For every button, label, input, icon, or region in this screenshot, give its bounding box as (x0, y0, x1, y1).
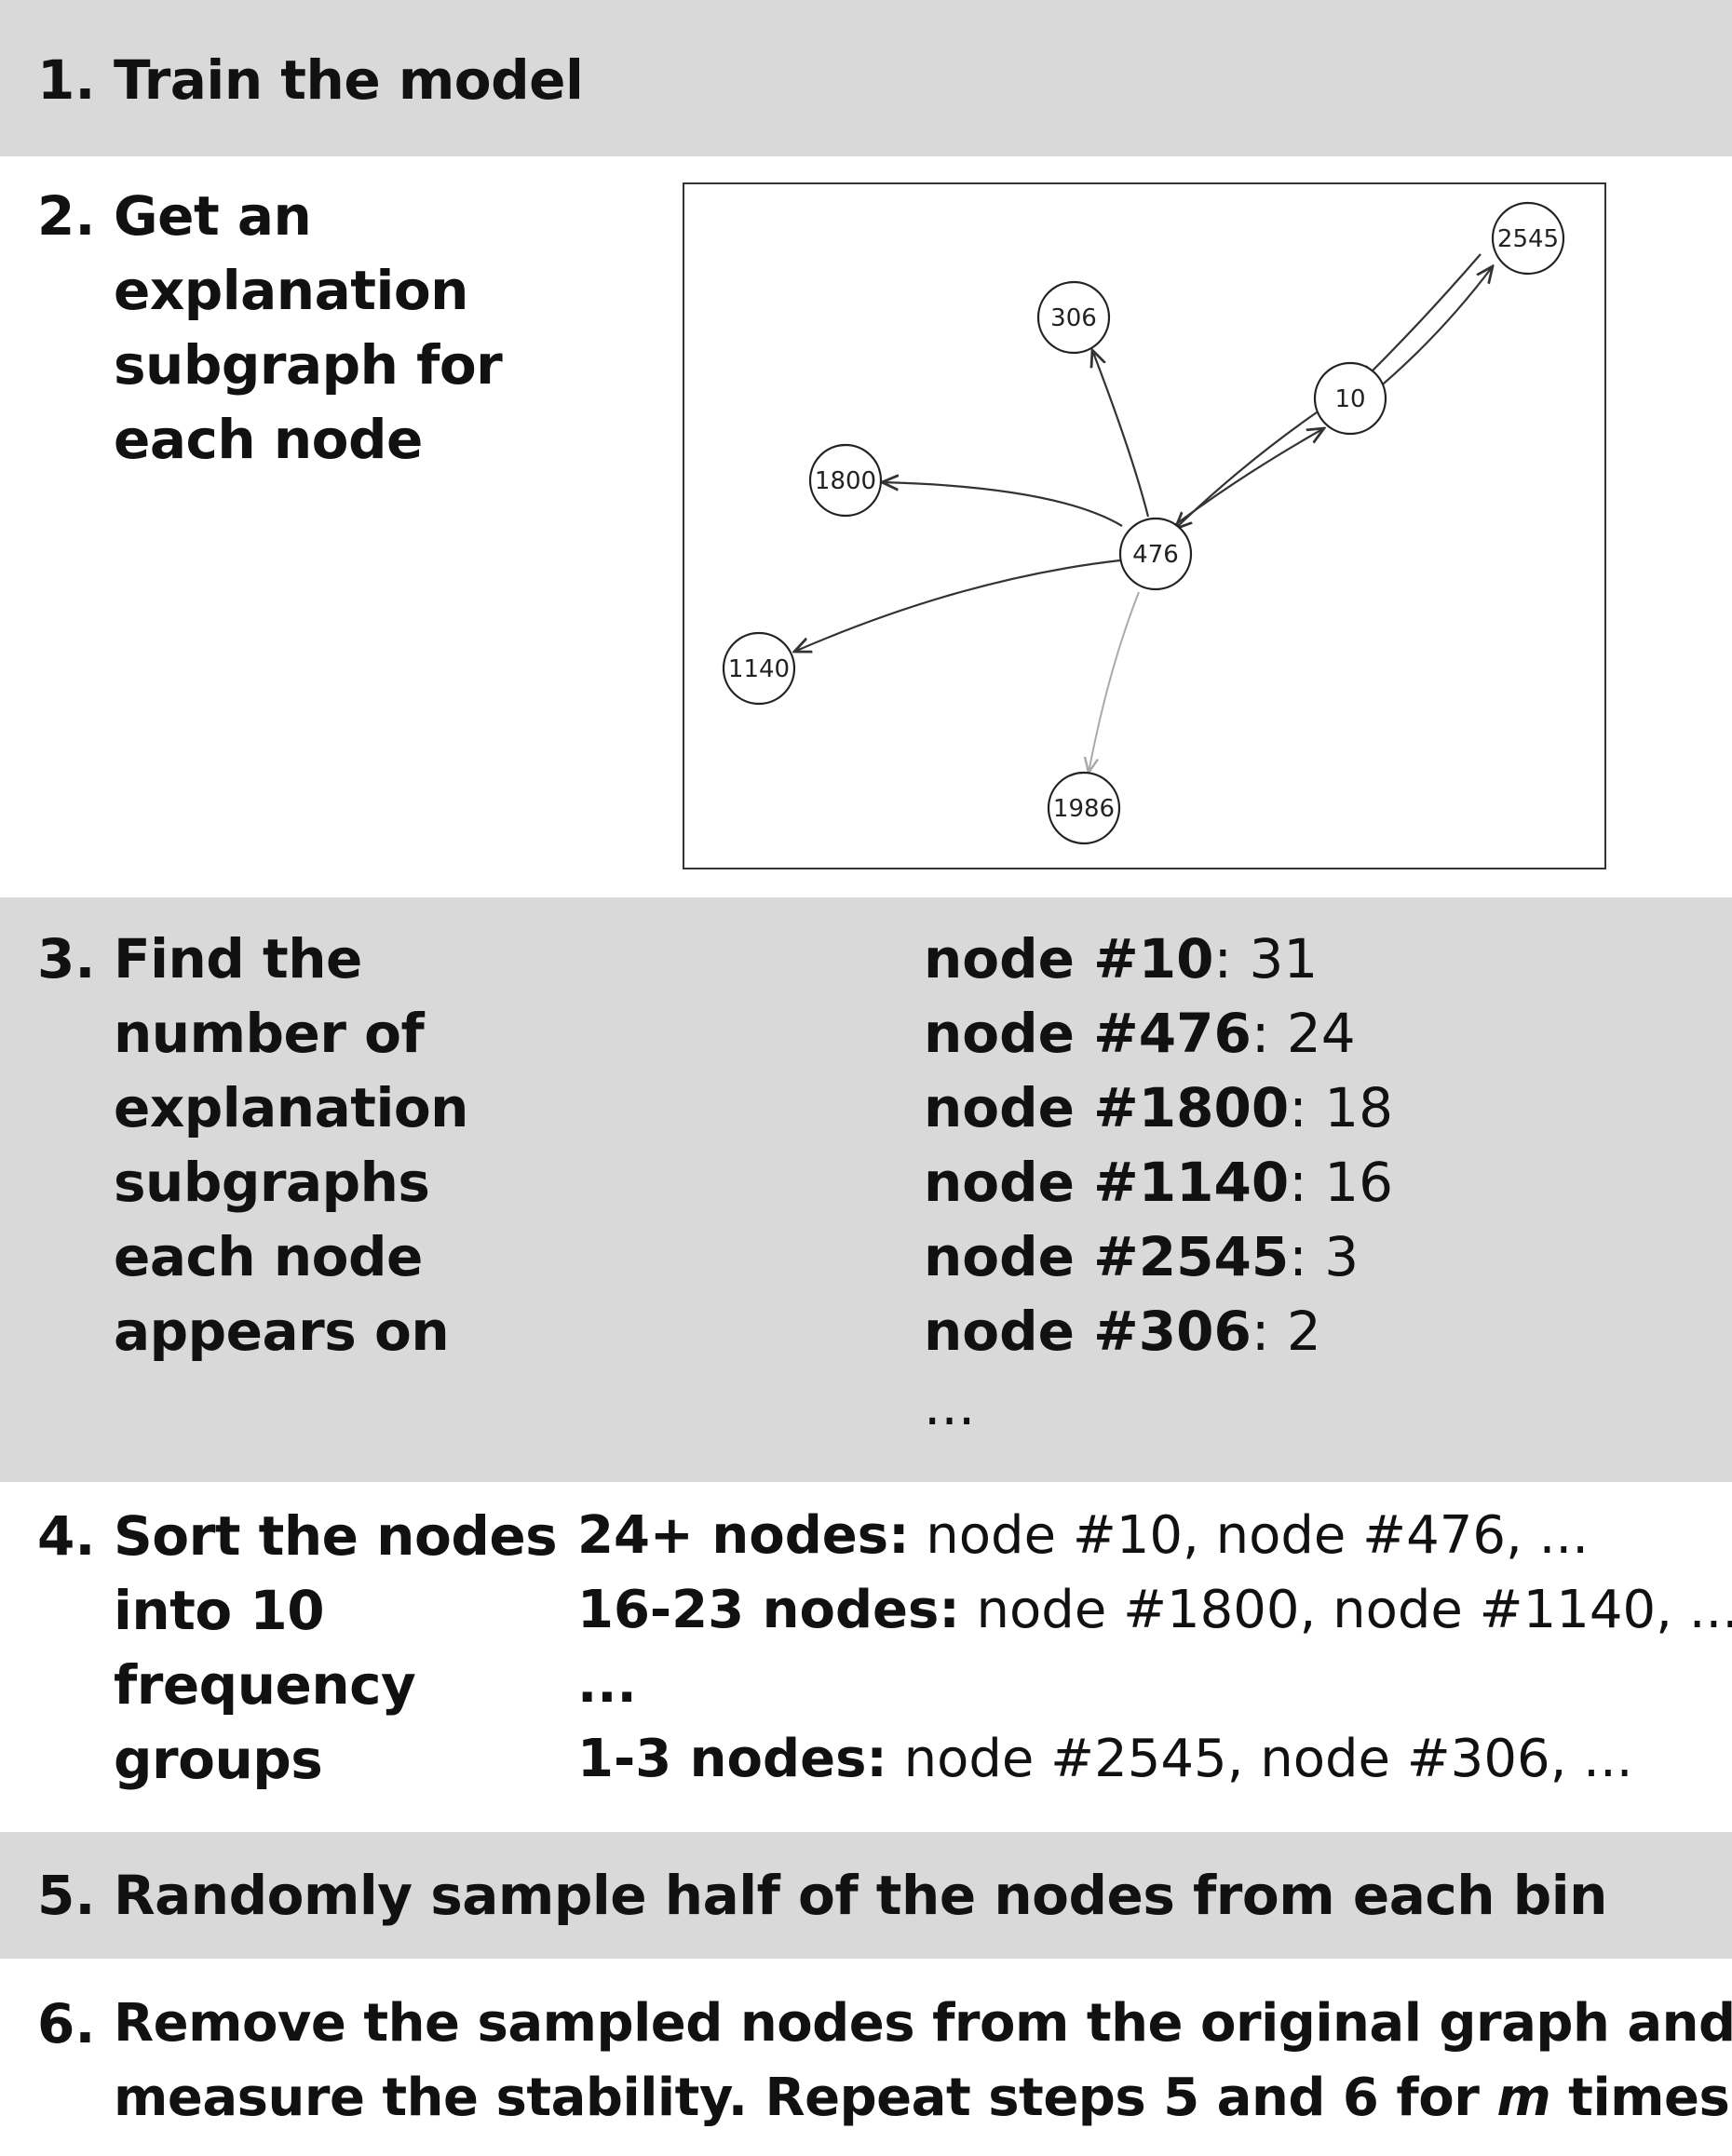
step-2-line: explanation (114, 259, 468, 322)
step-2-number: 2. (37, 184, 96, 248)
step-4-line: into 10 (114, 1579, 325, 1642)
node-count-row: node #10: 31 (924, 927, 1319, 990)
node-count-label: node #1800 (924, 1076, 1290, 1139)
node-count-row: node #1140: 16 (924, 1151, 1394, 1214)
step-1-text: Train the model (114, 43, 584, 117)
edge-10-to-476 (1175, 411, 1318, 529)
step-1-band: 1. Train the model (0, 0, 1732, 156)
node-count-label: node #10 (924, 927, 1214, 990)
step-6-number: 6. (37, 1992, 96, 2055)
frequency-group-label: 1-3 nodes: (577, 1729, 887, 1789)
step-5-text: Randomly sample half of the nodes from e… (114, 1858, 1607, 1933)
frequency-group-row: ... (577, 1648, 1732, 1722)
step-3-line: appears on (114, 1300, 450, 1363)
step-1-number: 1. (37, 48, 96, 112)
node-label: 2545 (1497, 225, 1559, 253)
frequency-group-label: 24+ nodes: (577, 1505, 910, 1566)
step-4-line: frequency (114, 1653, 416, 1717)
graph-node: 2545 (1491, 201, 1565, 276)
step-2-line: Get an (114, 184, 312, 248)
node-count-value: 18 (1324, 1076, 1394, 1139)
node-label: 1140 (728, 655, 790, 683)
node-count-value: 3 (1324, 1225, 1360, 1288)
frequency-group-label: 16-23 nodes: (577, 1580, 960, 1640)
repeat-count-variable: m (1496, 2068, 1551, 2128)
node-label: 1800 (815, 467, 876, 495)
graph-node: 1986 (1047, 771, 1121, 845)
graph-node: 306 (1036, 280, 1111, 355)
frequency-group-row: 24+ nodes: node #10, node #476, ... (577, 1499, 1732, 1573)
step-3-line: number of (114, 1002, 425, 1065)
edge-2545-to-10 (1360, 253, 1482, 383)
step-4-band: 4. Sort the nodes into 10 frequency grou… (0, 1482, 1732, 1832)
step-6-line: measure the stability. Repeat steps 5 an… (114, 2068, 1732, 2128)
node-label: 10 (1334, 385, 1365, 413)
node-label: 306 (1050, 304, 1097, 332)
edge-10-to-2545 (1371, 266, 1493, 395)
frequency-group-label: ... (577, 1654, 637, 1715)
step-5-line: Randomly sample half of the nodes from e… (114, 1864, 1607, 1927)
edge-476-to-1140 (794, 559, 1121, 652)
step-3-line: subgraphs (114, 1151, 430, 1214)
step-6-band: 6. Remove the sampled nodes from the ori… (0, 1959, 1732, 2156)
frequency-group-row: 16-23 nodes: node #1800, node #1140, ... (577, 1573, 1732, 1648)
step-2-text: Get an explanation subgraph for each nod… (114, 179, 503, 477)
step-2-line: each node (114, 408, 423, 471)
node-count-value: 31 (1249, 927, 1319, 990)
step-3-band: 3. Find the number of explanation subgra… (0, 897, 1732, 1482)
graph-node: 476 (1118, 517, 1193, 591)
step-3-line: each node (114, 1225, 423, 1288)
graph-node: 10 (1313, 361, 1387, 436)
node-count-row: node #476: 24 (924, 1002, 1356, 1065)
edge-476-to-1986 (1089, 591, 1140, 773)
node-count-label: node #1140 (924, 1151, 1290, 1214)
step-4-text: Sort the nodes into 10 frequency groups (114, 1499, 558, 1797)
step-4-line: Sort the nodes (114, 1504, 558, 1568)
frequency-group-row: 1-3 nodes: node #2545, node #306, ... (577, 1722, 1732, 1797)
frequency-group-members: node #1800, node #1140, ... (959, 1580, 1732, 1640)
node-count-row: node #1800: 18 (924, 1076, 1394, 1139)
graph-node: 1140 (722, 631, 796, 706)
explanation-subgraph-figure: 2545 306 10 1800 476 1140 1986 (683, 182, 1606, 869)
frequency-group-members: node #2545, node #306, ... (886, 1729, 1633, 1789)
node-count-row: node #306: 2 (924, 1300, 1321, 1363)
step-3-text: Find the number of explanation subgraphs… (114, 922, 468, 1368)
graph-node: 1800 (808, 443, 883, 518)
step-3-line: Find the (114, 927, 362, 990)
step-2-line: subgraph for (114, 333, 503, 397)
node-count-label: node #476 (924, 1002, 1252, 1065)
node-count-ellipsis: ... (924, 1374, 976, 1437)
node-count-label: node #2545 (924, 1225, 1290, 1288)
frequency-group-members: node #10, node #476, ... (909, 1505, 1589, 1566)
node-label: 476 (1132, 541, 1179, 569)
node-count-value: 24 (1286, 1002, 1356, 1065)
frequency-group-list: 24+ nodes: node #10, node #476, ... 16-2… (577, 1499, 1732, 1797)
step-3-line: explanation (114, 1076, 468, 1139)
step-3-number: 3. (37, 927, 96, 990)
step-4-line: groups (114, 1728, 323, 1791)
explanation-subgraph-svg: 2545 306 10 1800 476 1140 1986 (722, 201, 1565, 845)
node-count-list: node #10: 31 node #476: 24 node #1800: 1… (924, 922, 1393, 1443)
step-4-number: 4. (37, 1504, 96, 1568)
node-count-label: node #306 (924, 1300, 1252, 1363)
node-count-value: 2 (1286, 1300, 1321, 1363)
step-6-line: Remove the sampled nodes from the origin… (114, 1993, 1732, 2054)
node-count-value: 16 (1324, 1151, 1394, 1214)
edge-476-to-1800 (882, 482, 1123, 527)
step-5-band: 5. Randomly sample half of the nodes fro… (0, 1832, 1732, 1959)
step-1-line: Train the model (114, 48, 584, 112)
node-count-row: node #2545: 3 (924, 1225, 1360, 1288)
step-6-text: Remove the sampled nodes from the origin… (114, 1987, 1732, 2136)
edge-476-to-306 (1092, 350, 1150, 518)
step-5-number: 5. (37, 1864, 96, 1927)
node-label: 1986 (1053, 795, 1115, 823)
